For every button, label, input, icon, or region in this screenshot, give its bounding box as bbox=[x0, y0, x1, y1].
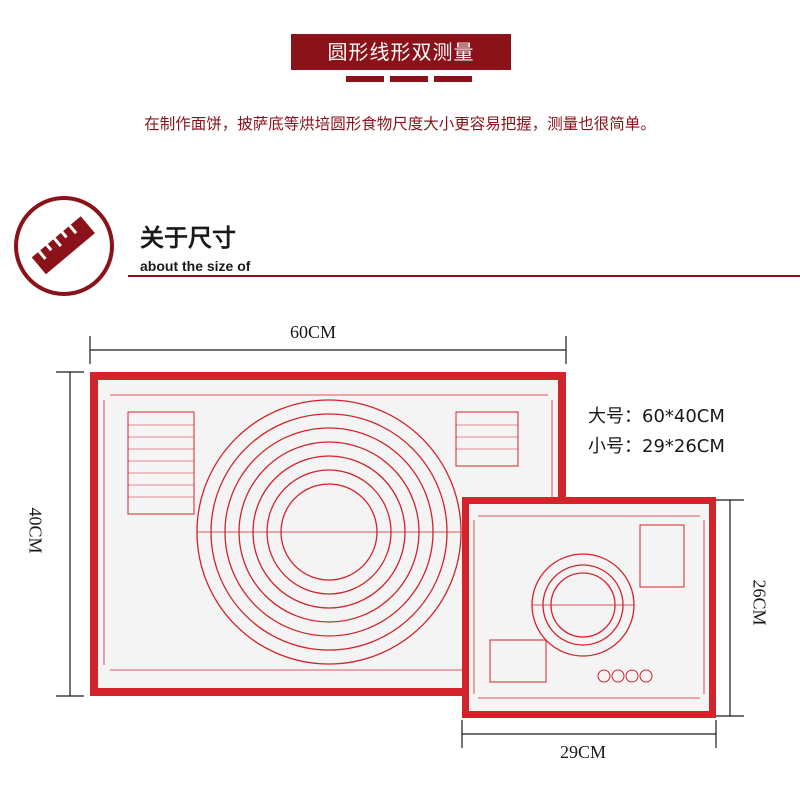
height-dimension-large bbox=[56, 371, 84, 697]
height-dimension-small bbox=[716, 499, 744, 717]
ruler-icon bbox=[31, 216, 95, 275]
banner-dash bbox=[346, 76, 384, 82]
banner-title: 圆形线形双测量 bbox=[291, 34, 511, 70]
banner-dash bbox=[390, 76, 428, 82]
size-list: 大号：60*40CM 小号：29*26CM bbox=[588, 402, 725, 462]
large-width-label: 60CM bbox=[290, 322, 337, 342]
width-dimension-large bbox=[89, 336, 567, 364]
size-large: 大号：60*40CM bbox=[588, 406, 725, 427]
section-divider bbox=[128, 275, 800, 277]
small-height-label: 26CM bbox=[749, 579, 770, 626]
small-width-label: 29CM bbox=[560, 742, 607, 762]
large-height-label: 40CM bbox=[25, 507, 46, 554]
section-subtitle: about the size of bbox=[140, 258, 251, 274]
banner-dash bbox=[434, 76, 472, 82]
ruler-icon-badge bbox=[14, 196, 114, 296]
description-text: 在制作面饼，披萨底等烘培圆形食物尺度大小更容易把握，测量也很简单。 bbox=[144, 115, 656, 133]
width-dimension-small bbox=[461, 720, 717, 748]
size-small: 小号：29*26CM bbox=[588, 436, 725, 457]
small-mat bbox=[462, 497, 716, 718]
section-title: 关于尺寸 bbox=[140, 224, 236, 252]
